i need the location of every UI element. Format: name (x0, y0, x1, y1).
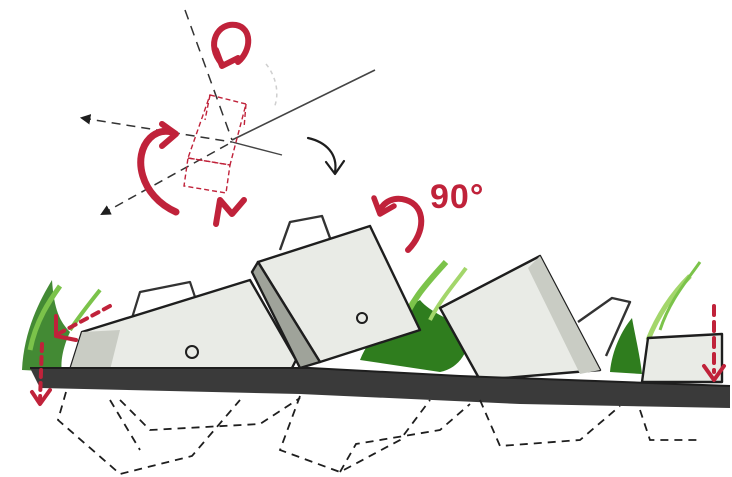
short-axis-line (232, 142, 282, 155)
rotation-angle-label: 90° (430, 178, 484, 217)
ground-strip (30, 368, 730, 408)
rotation-arrow-icon (380, 199, 421, 250)
rotation-arrow-icon (141, 131, 176, 212)
diagonal-axis-line (232, 70, 375, 140)
rotation-arrow-icon (308, 138, 335, 172)
rotation-arrow-icon (216, 200, 244, 224)
red-dashed-box (184, 95, 246, 193)
axis-gizmo (82, 10, 375, 224)
